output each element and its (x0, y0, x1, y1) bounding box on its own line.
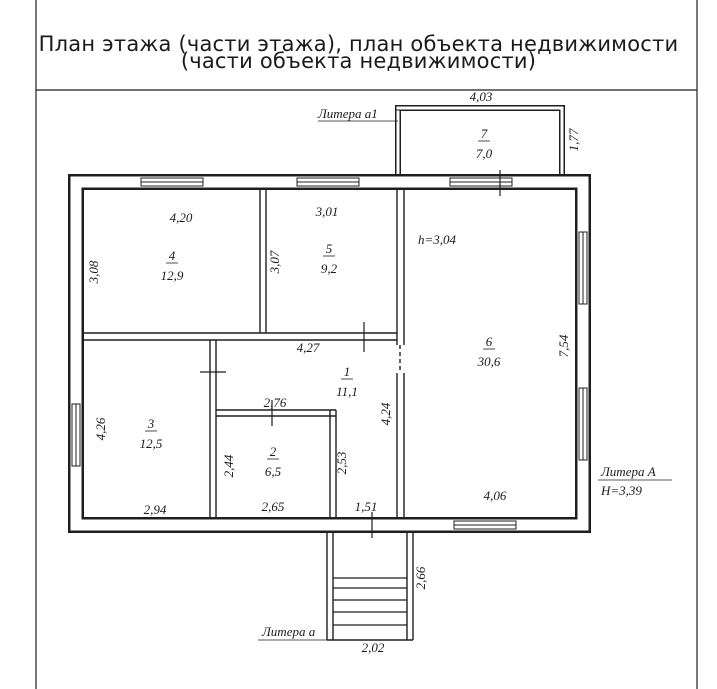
dim-308: 3,08 (86, 260, 101, 284)
room-4-area: 12,9 (161, 268, 184, 283)
dim-265: 2,65 (262, 499, 285, 514)
litera-a1-label: Литера а1 (317, 106, 378, 121)
room-4-number: 4 (169, 248, 176, 263)
room-2-number: 2 (270, 444, 277, 459)
dim-403: 4,03 (470, 89, 493, 104)
dim-406: 4,06 (484, 488, 507, 503)
dim-307: 3,07 (267, 250, 282, 274)
room-5-area: 9,2 (321, 261, 338, 276)
height-room6-label: h=3,04 (418, 232, 457, 247)
litera-A-label: Литера А (600, 464, 656, 479)
dim-424: 4,24 (378, 402, 393, 425)
room-7-number: 7 (481, 126, 488, 141)
dim-253: 2,53 (334, 451, 349, 474)
room-5-number: 5 (326, 241, 333, 256)
height-main-label: H=3,39 (600, 483, 642, 498)
dimension-labels: 4,03 1,77 4,20 3,01 3,08 3,07 4,27 7,54 … (86, 89, 581, 655)
dim-301: 3,01 (315, 204, 339, 219)
dim-266: 2,66 (413, 566, 428, 589)
porch-stairs (326, 532, 414, 641)
dim-294: 2,94 (144, 502, 167, 517)
room-2-area: 6,5 (265, 464, 282, 479)
interior-walls (83, 189, 405, 518)
room-1-number: 1 (344, 364, 351, 379)
veranda-outline (395, 105, 565, 186)
dim-244: 2,44 (221, 454, 236, 477)
dim-276: 2,76 (264, 395, 287, 410)
room-1-area: 11,1 (336, 384, 358, 399)
plan-title-line-2: (части объекта недвижимости) (180, 49, 537, 73)
windows (71, 177, 588, 530)
sheet-frame (35, 0, 698, 689)
room-6-number: 6 (486, 334, 493, 349)
dim-427: 4,27 (297, 340, 320, 355)
dim-202: 2,02 (362, 640, 385, 655)
dim-426: 4,26 (93, 417, 108, 440)
dim-754: 7,54 (556, 334, 571, 357)
dim-420: 4,20 (170, 210, 193, 225)
room-7-area: 7,0 (476, 146, 493, 161)
room-6-area: 30,6 (477, 354, 501, 369)
dim-151: 1,51 (355, 499, 378, 514)
dim-177: 1,77 (566, 128, 581, 151)
door-marks (200, 170, 501, 538)
litera-labels: Литера а1 h=3,04 Литера А H=3,39 Литера … (258, 106, 672, 641)
room-labels: 7 7,0 4 12,9 5 9,2 6 30,6 1 11,1 3 12,5 … (140, 126, 501, 479)
room-3-number: 3 (147, 416, 155, 431)
room-3-area: 12,5 (140, 436, 163, 451)
plan-title-line-1: План этажа (части этажа), план объекта н… (38, 32, 679, 56)
litera-a-label: Литера а (261, 624, 316, 639)
